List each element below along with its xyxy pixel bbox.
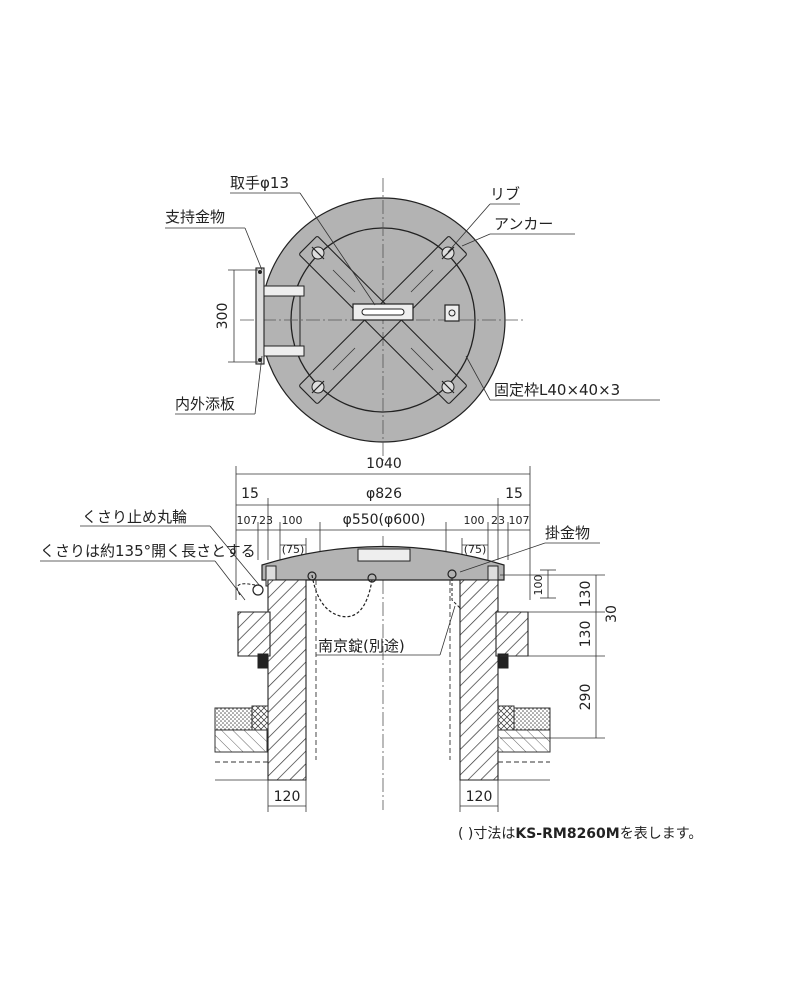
chain-length-label: くさりは約135°開く長さとする: [40, 542, 256, 560]
support-bracket-label: 支持金物: [165, 208, 225, 226]
footnote: ( )寸法はKS-RM8260Mを表します。: [458, 826, 702, 842]
dim-120-left: 120: [274, 789, 301, 805]
bottom-dims: [267, 780, 499, 812]
anchor-label: アンカー: [494, 215, 553, 233]
dim-1040: 1040: [366, 456, 402, 472]
dim-107-right: 107: [509, 514, 530, 527]
footnote-paren: ( )寸法は: [458, 826, 515, 842]
handle-slot: [352, 303, 414, 321]
dim-300: 300: [215, 269, 258, 363]
dim-100-left: 100: [282, 514, 303, 527]
dim-107-left: 107: [237, 514, 258, 527]
svg-text:( )寸法はKS-RM8260Mを表します。: ( )寸法はKS-RM8260Mを表します。: [458, 826, 702, 842]
vertical-dims: [500, 569, 605, 739]
dim-100-small: 100: [532, 575, 545, 596]
padlock-label: 南京錠(別途): [318, 637, 405, 655]
fixed-frame-label: 固定枠L40×40×3: [494, 381, 620, 399]
handle-label: 取手φ13: [230, 174, 289, 192]
dim-23-right: 23: [491, 514, 505, 527]
dim-30: 30: [604, 605, 620, 623]
chain: [307, 571, 377, 618]
inner-outer-plate-label: 内外添板: [175, 395, 235, 413]
chain-stop-ring-label: くさり止め丸輪: [82, 508, 187, 526]
hanger-label: 掛金物: [545, 524, 590, 542]
dim-130-bottom: 130: [578, 621, 594, 648]
plan-leaders: [165, 192, 660, 415]
support-bracket: [255, 267, 305, 365]
dim-100-right: 100: [464, 514, 485, 527]
footnote-model: KS-RM8260M: [515, 826, 619, 842]
section-leaders: [40, 525, 600, 656]
plan-view: 300 取手φ13 支持金物 リブ アンカー 内外添板 固定枠L40×40×3: [165, 174, 660, 462]
chain-stop-ring: [236, 583, 264, 596]
dim-15-right: 15: [505, 486, 523, 502]
dim-15-left: 15: [241, 486, 259, 502]
dim-130-top: 130: [578, 581, 594, 608]
dim-550: φ550(φ600): [343, 512, 426, 528]
dim-75-right: (75): [464, 543, 487, 556]
dim-826: φ826: [366, 486, 402, 502]
section-cover: [261, 545, 505, 587]
section-view: 1040 15 15 φ826 107 23 100 φ550(φ600) 10…: [40, 456, 620, 812]
dim-300-label: 300: [215, 303, 231, 330]
rib-label: リブ: [490, 185, 520, 203]
dim-23-left: 23: [259, 514, 273, 527]
hanger: [447, 569, 463, 611]
dim-75-left: (75): [282, 543, 305, 556]
slab-left: [214, 705, 269, 781]
slab-right: [497, 705, 551, 781]
dim-120-right: 120: [466, 789, 493, 805]
right-wall: [459, 579, 529, 781]
footnote-suffix: を表します。: [620, 826, 703, 842]
anchors: [311, 246, 455, 394]
dim-290: 290: [578, 684, 594, 711]
lock-box: [444, 304, 460, 322]
